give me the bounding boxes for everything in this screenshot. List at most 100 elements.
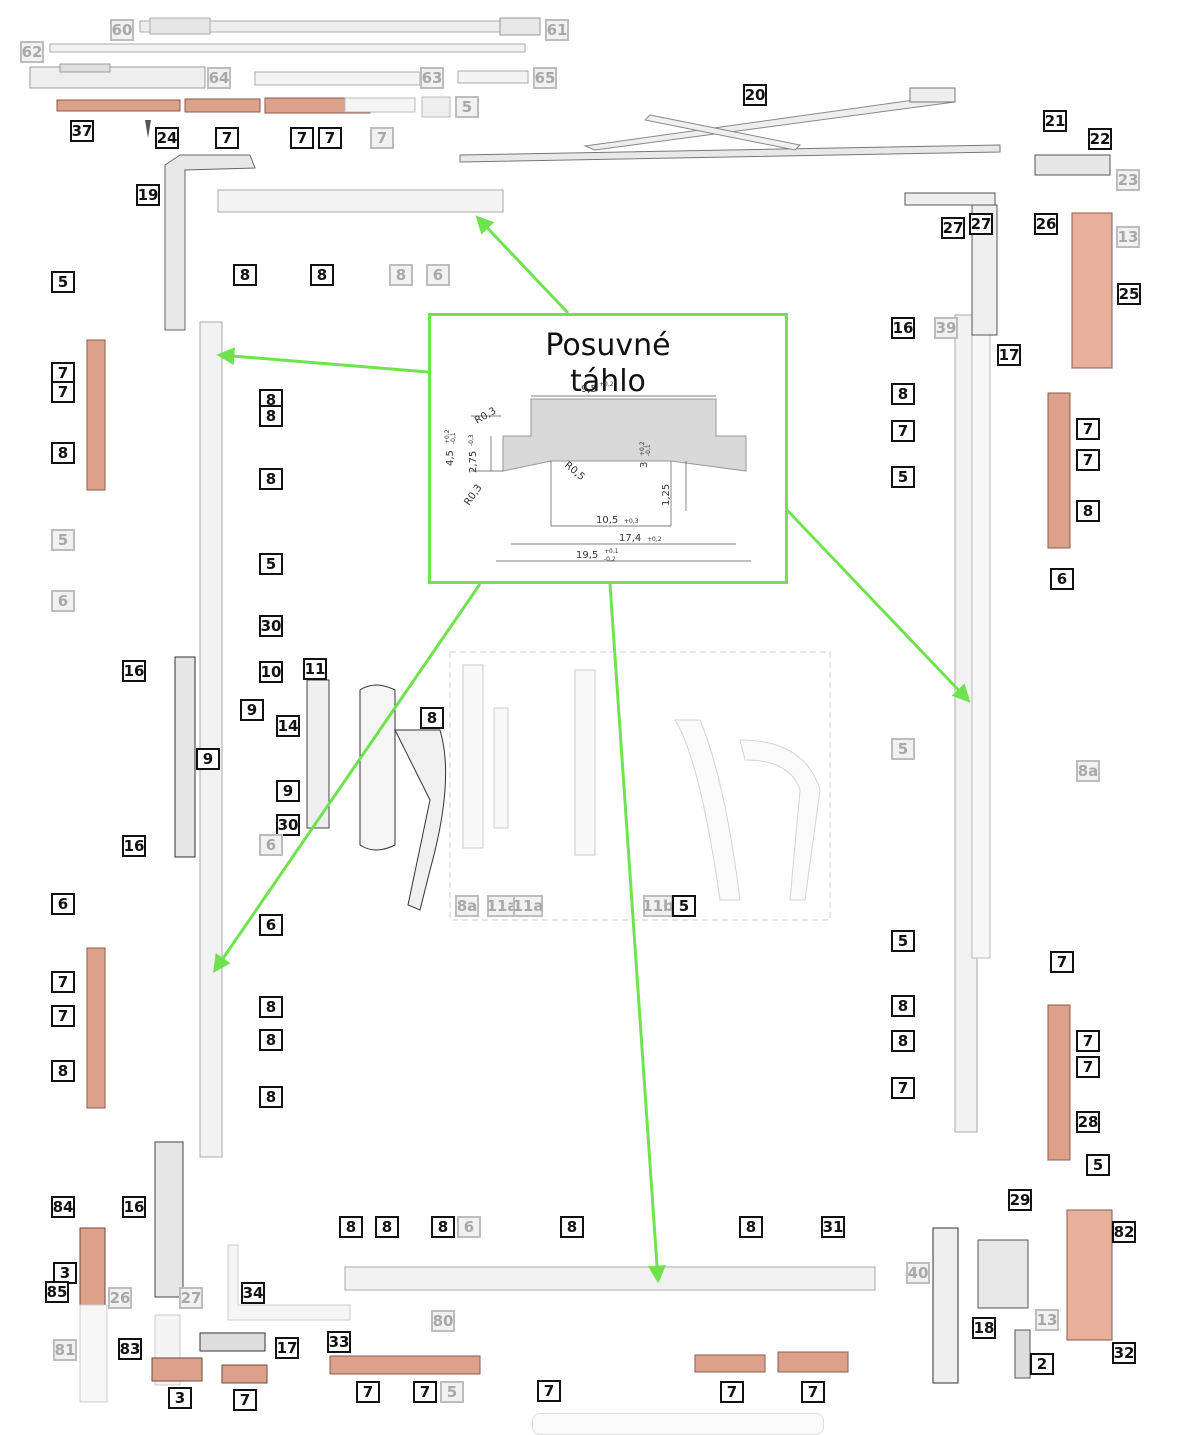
dim-w195-tol-top: +0,1: [604, 548, 619, 555]
part-label-10: 10: [259, 661, 283, 683]
part-label-8: 8: [339, 1216, 363, 1238]
keeper-left-2: [86, 947, 106, 1109]
part-label-8: 8: [259, 996, 283, 1018]
espag-bar-left: [199, 321, 223, 1158]
part-label-6: 6: [259, 914, 283, 936]
part-label-25: 25: [1117, 283, 1141, 305]
handle-11: [359, 684, 447, 911]
part-63: [254, 71, 421, 86]
part-label-80: 80: [431, 1310, 455, 1332]
part-label-8: 8: [51, 1060, 75, 1082]
part-33: [977, 1239, 1029, 1309]
part-label-7: 7: [1076, 418, 1100, 440]
part-label-14: 14: [276, 715, 300, 737]
dim-h275-tol: -0,3: [468, 434, 475, 446]
part-61: [499, 17, 541, 36]
part-label-5: 5: [891, 930, 915, 952]
plate-10: [306, 679, 330, 829]
part-label-5: 5: [259, 553, 283, 575]
part-26-27-ghost: [227, 1244, 351, 1321]
part-label-8: 8: [259, 1086, 283, 1108]
part-65: [457, 70, 529, 84]
espag-bar-right-back: [971, 319, 991, 959]
part-label-5: 5: [455, 96, 479, 118]
part-2: [151, 1357, 203, 1382]
part-label-27: 27: [179, 1287, 203, 1309]
part-34: [932, 1227, 959, 1384]
part-label-22: 22: [1088, 128, 1112, 150]
dim-h45: 4,5: [445, 450, 456, 466]
keeper-right-1: [1047, 392, 1071, 549]
dim-top-width-tol: +0,2: [599, 381, 614, 388]
part-label-7: 7: [720, 1381, 744, 1403]
part-label-6: 6: [426, 264, 450, 286]
part-label-3: 3: [168, 1387, 192, 1409]
part-label-7: 7: [370, 127, 394, 149]
part-label-27: 27: [969, 213, 993, 235]
part-label-37: 37: [70, 120, 94, 142]
part-label-28: 28: [1076, 1111, 1100, 1133]
part-label-16: 16: [891, 317, 915, 339]
keeper-7-ghost: [344, 97, 416, 113]
dim-w174: 17,4: [619, 533, 641, 544]
callout-title-line2: táhlo: [570, 364, 646, 399]
dim-h45-tol-top: +0,2: [444, 429, 451, 444]
part-label-5: 5: [51, 529, 75, 551]
part-label-5: 5: [672, 895, 696, 917]
dim-w195-tol-bot: -0,2: [604, 556, 616, 563]
part-label-34: 34: [241, 1282, 265, 1304]
part-label-7: 7: [891, 1077, 915, 1099]
part-label-8: 8: [375, 1216, 399, 1238]
part-label-7: 7: [51, 381, 75, 403]
part-label-8: 8: [259, 405, 283, 427]
dim-r05: R0,5: [562, 460, 587, 483]
part-label-7: 7: [356, 1381, 380, 1403]
stay-arm-20: [459, 87, 1001, 163]
part-label-24: 24: [155, 127, 179, 149]
part-label-13: 13: [1116, 226, 1140, 248]
part-label-85: 85: [45, 1281, 69, 1303]
part-label-29: 29: [1008, 1189, 1032, 1211]
profile-shape: [502, 398, 747, 472]
part-label-8: 8: [259, 468, 283, 490]
part-label-81: 81: [53, 1339, 77, 1361]
dim-w105-tol: +0,3: [624, 518, 639, 525]
part-label-6: 6: [259, 834, 283, 856]
dim-h3-tol-top: +0,2: [639, 441, 646, 456]
bottom-sheet-handle[interactable]: [532, 1413, 824, 1435]
part-22: [1034, 154, 1111, 176]
part-label-16: 16: [122, 660, 146, 682]
callout-title: Posuvné táhlo: [431, 328, 785, 400]
part-label-6: 6: [1050, 568, 1074, 590]
part-label-31: 31: [821, 1216, 845, 1238]
part-label-11b: 11b: [642, 895, 674, 917]
part-label-9: 9: [276, 780, 300, 802]
part-label-30: 30: [259, 615, 283, 637]
faded-handles: [462, 664, 821, 901]
dim-w105: 10,5: [596, 515, 618, 526]
strip-62: [49, 43, 526, 53]
part-label-7: 7: [215, 127, 239, 149]
part-label-40: 40: [906, 1262, 930, 1284]
part-label-83: 83: [118, 1338, 142, 1360]
callout-posuvne-tahlo: Posuvné táhlo 9,5 +0,2 R0,3 4,5 +0,2: [428, 313, 788, 584]
part-label-82: 82: [1112, 1221, 1136, 1243]
part-label-8: 8: [259, 1029, 283, 1051]
part-label-23: 23: [1116, 169, 1140, 191]
part-label-8: 8: [310, 264, 334, 286]
corner-drive-19: [164, 154, 256, 331]
dim-h125: 1,25: [661, 484, 672, 506]
faded-preview-panel: [449, 651, 831, 921]
part-label-7: 7: [1050, 951, 1074, 973]
dim-r03-bottom: R0,3: [462, 483, 484, 508]
part-80: [79, 1304, 108, 1403]
keeper-left-1: [86, 339, 106, 491]
part-label-7: 7: [1076, 1056, 1100, 1078]
corner-drive-84: [154, 1141, 184, 1298]
screw-24: [145, 120, 151, 138]
part-label-8: 8: [891, 995, 915, 1017]
keeper-right-2: [1047, 1004, 1071, 1161]
hinge-29: [1066, 1209, 1113, 1341]
part-label-64: 64: [207, 67, 231, 89]
